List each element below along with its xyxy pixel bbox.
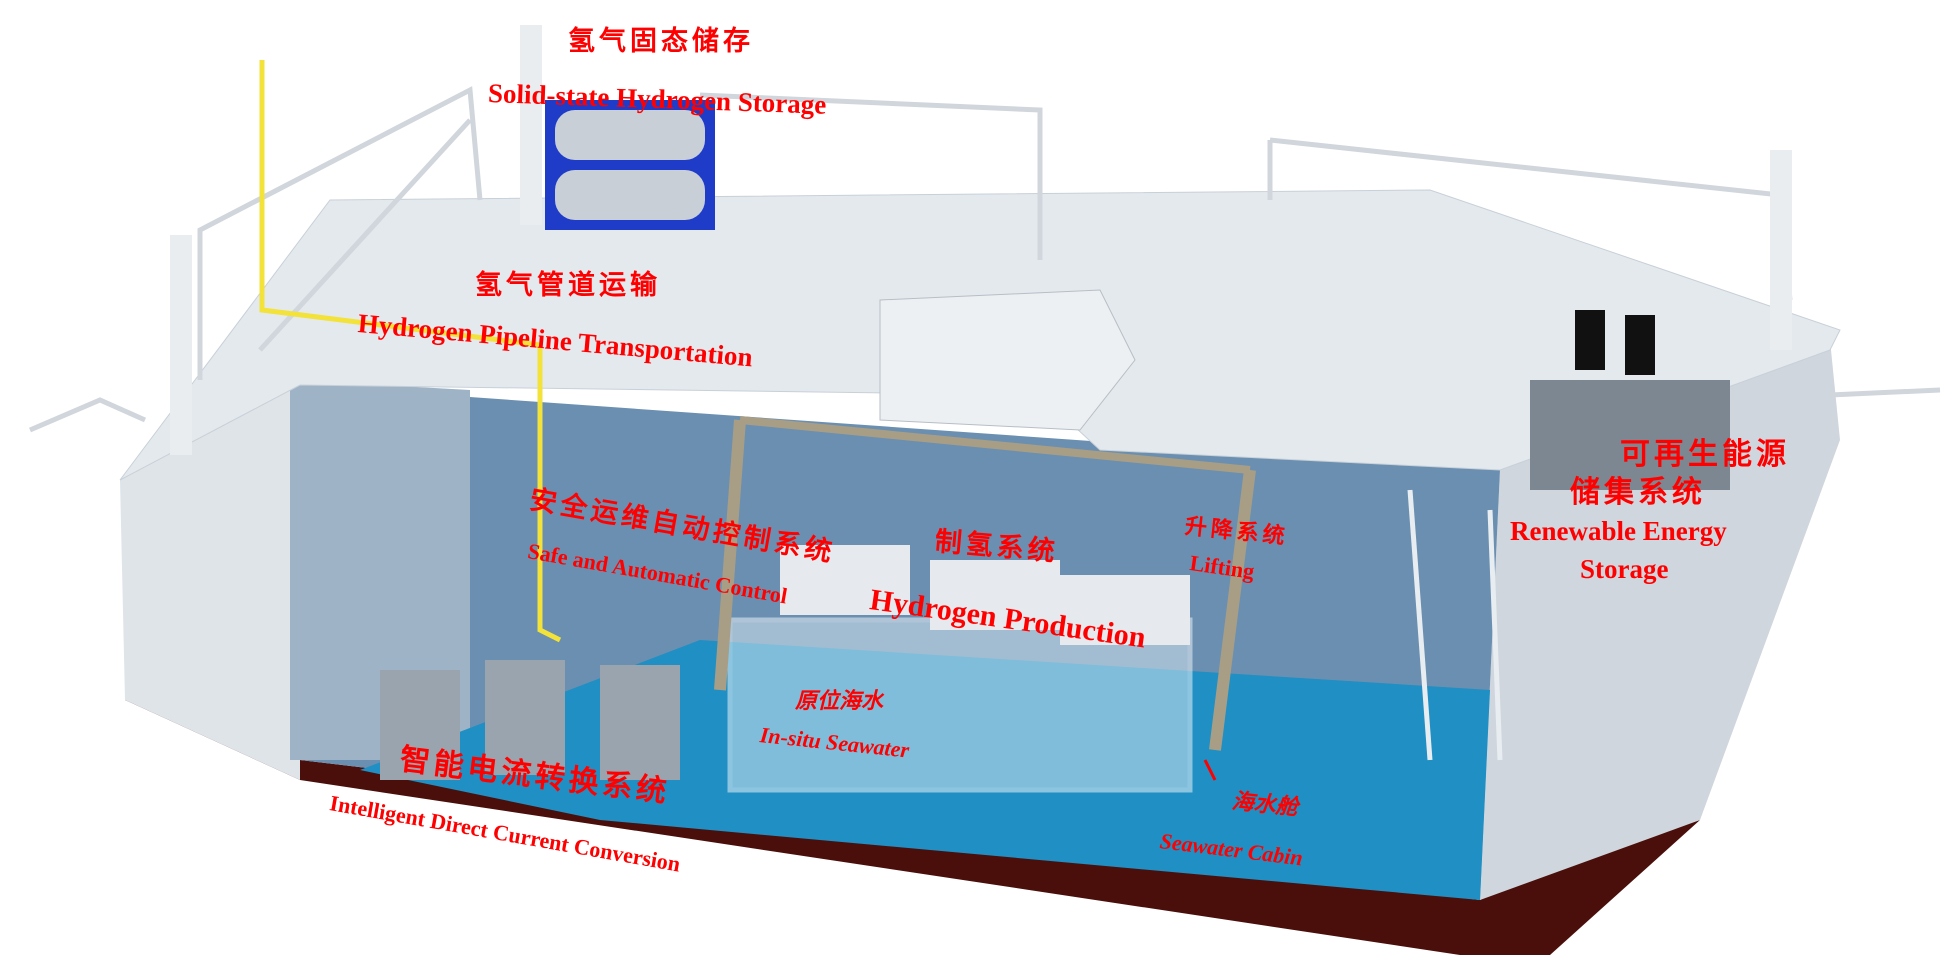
bollard-post-right [1770, 150, 1792, 350]
bollard-post-top [520, 25, 542, 225]
label-renewable-cn-1: 可再生能源 [1620, 438, 1790, 471]
renewable-storage-unit [1530, 380, 1730, 490]
label-renewable-cn-2: 储集系统 [1570, 476, 1706, 509]
hydrogen-production-frame [714, 416, 1256, 793]
label-pipeline-cn: 氢气管道运输 [475, 270, 661, 300]
bollard-post-left [170, 235, 192, 455]
label-solid-storage-cn: 氢气固态储存 [568, 26, 754, 56]
cabin-left-wall [290, 380, 470, 760]
solid-hydrogen-tanks [545, 100, 715, 230]
ladder [1407, 489, 1503, 761]
hydrogen-pipe [259, 60, 562, 643]
seawater-cabin-arrow [1203, 759, 1217, 781]
label-insitu-cn: 原位海水 [795, 688, 884, 713]
dc-converter-cabinets [380, 660, 680, 780]
hull-left-side [120, 385, 300, 780]
deck-hatch [879, 289, 1136, 431]
label-renewable-en-2: Storage [1580, 554, 1669, 584]
hull-bottom [125, 690, 1700, 955]
label-renewable-en-1: Renewable Energy [1510, 516, 1727, 546]
